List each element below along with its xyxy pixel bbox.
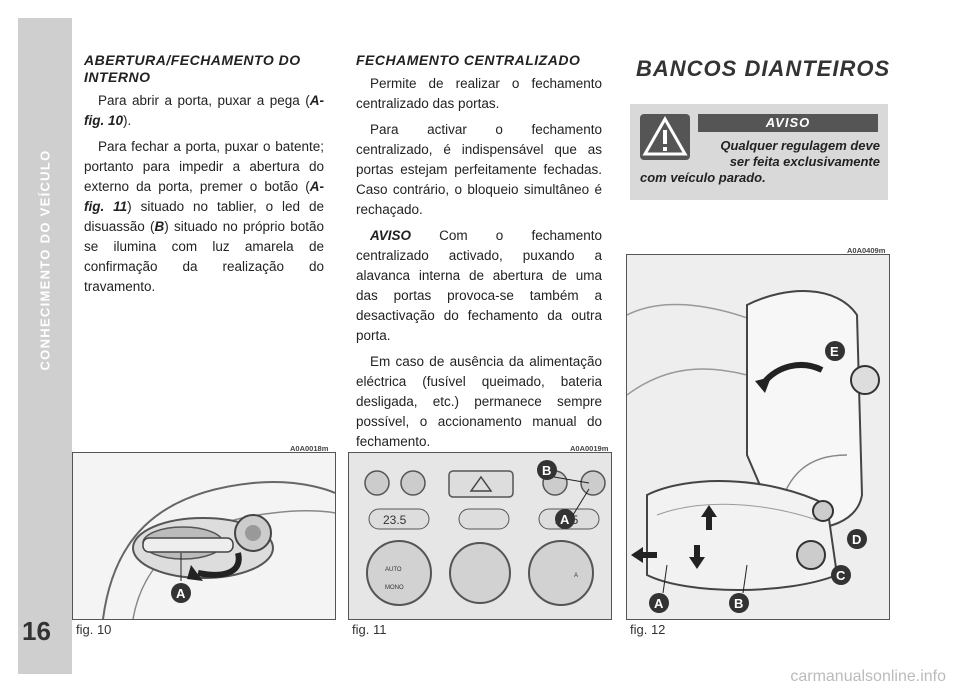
fig10-label-a: A	[176, 586, 186, 601]
paragraph-2: Para activar o fechamento centralizado, …	[356, 122, 602, 217]
warning-box: AVISO Qualquer regulagem deve ser feita …	[630, 104, 888, 200]
heading-central-locking: FECHAMENTO CENTRALIZADO	[356, 52, 581, 68]
fig11-dashboard: 23.5 23.5 AUTO MONO A B A	[348, 452, 612, 620]
fig11-a-mark: A	[574, 573, 578, 579]
heading-door-opening: ABERTURA/FECHAMENTO DO INTERNO	[84, 52, 301, 85]
fig12-code: A0A0409m	[847, 246, 886, 255]
fig11-temp-left: 23.5	[383, 513, 407, 527]
fig11-auto: AUTO	[385, 567, 402, 573]
page-number: 16	[22, 616, 51, 646]
watermark: carmanualsonline.info	[790, 668, 946, 685]
fig11-label-a: A	[560, 512, 570, 527]
fig12-label-d: D	[852, 532, 861, 547]
title-front-seats: BANCOS DIANTEIROS	[636, 56, 891, 81]
fig12-label-c: C	[836, 568, 846, 583]
warning-heading: AVISO	[698, 114, 878, 132]
warning-text: Qualquer regulagem deve ser feita exclus…	[640, 138, 880, 185]
fig10-caption: fig. 10	[76, 622, 112, 637]
fig12-label-e: E	[830, 344, 839, 359]
paragraph-close-door: Para fechar a porta, puxar o batente; po…	[84, 139, 324, 294]
fig11-mono: MONO	[385, 585, 404, 591]
fig11-label-b: B	[542, 463, 551, 478]
paragraph-1: Permite de realizar o fechamento central…	[356, 76, 602, 111]
fig12-front-seat: E D C A B	[626, 254, 890, 620]
fig12-label-b: B	[734, 596, 743, 611]
column-central-locking: FECHAMENTO CENTRALIZADO Permite de reali…	[356, 52, 602, 458]
paragraph-4: Em caso de ausência da alimentação eléct…	[356, 354, 602, 449]
fig10-door-handle: A	[72, 452, 336, 620]
section-label: CONHECIMENTO DO VEÍCULO	[37, 149, 53, 371]
fig12-label-a: A	[654, 596, 664, 611]
fig12-caption: fig. 12	[630, 622, 666, 637]
warning-triangle-icon	[640, 114, 690, 160]
side-bar	[18, 18, 72, 674]
column-door-opening: ABERTURA/FECHAMENTO DO INTERNO Para abri…	[84, 52, 324, 303]
fig11-caption: fig. 11	[352, 622, 387, 637]
fig10-code: A0A0018m	[290, 444, 329, 453]
fig11-code: A0A0019m	[570, 444, 609, 453]
paragraph-3: AVISO Com o fechamento centralizado acti…	[356, 228, 602, 343]
paragraph-open-door: Para abrir a porta, puxar a pega (A-fig.…	[84, 93, 324, 128]
